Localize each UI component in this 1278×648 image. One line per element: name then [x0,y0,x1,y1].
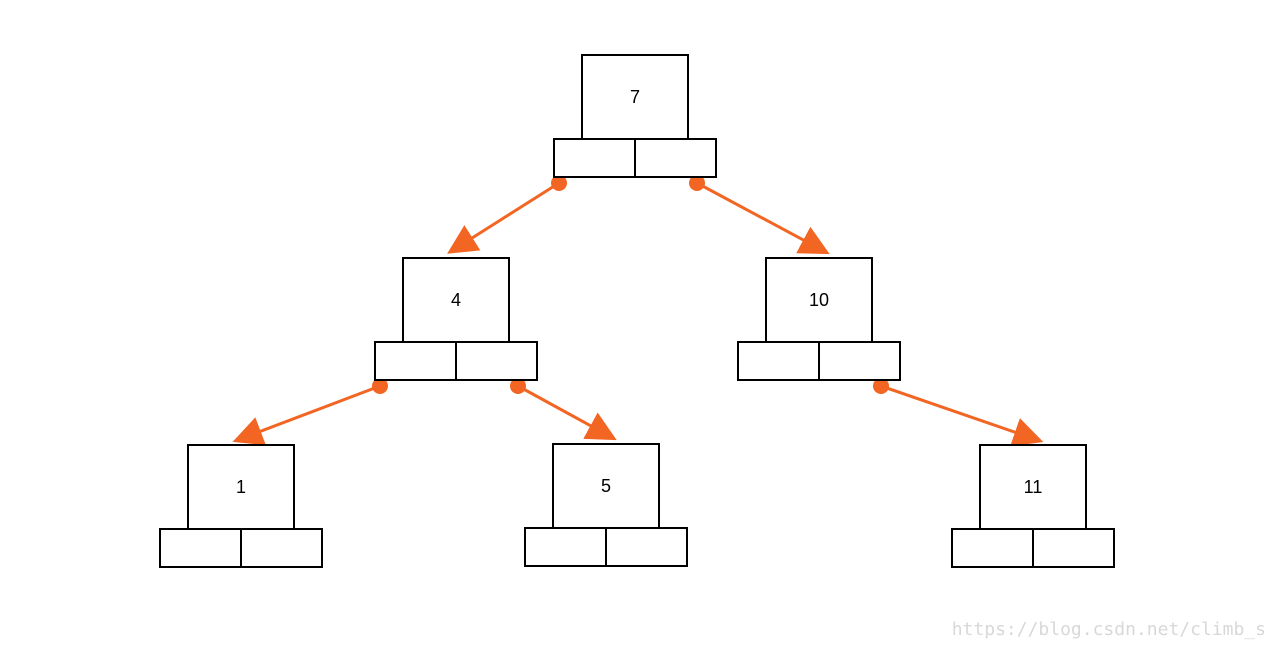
tree-node-4: 4 [402,257,510,343]
left-pointer-cell [524,527,607,567]
pointer-origin-dot [689,175,705,191]
left-pointer-cell [737,341,820,381]
pointer-arrow [517,384,617,441]
pointer-arrow [232,384,381,446]
pointer-origin-dot [510,378,526,394]
right-pointer-cell [240,528,323,568]
pointer-origin-dot [873,378,889,394]
right-pointer-cell [1032,528,1115,568]
pointer-origin-dot [551,175,567,191]
left-pointer-cell [951,528,1034,568]
tree-node-5: 5 [552,443,660,529]
left-pointer-cell [374,341,457,381]
right-pointer-cell [634,138,717,178]
watermark-text: https://blog.csdn.net/climb_s [951,619,1266,640]
tree-node-7: 7 [581,54,689,140]
left-pointer-cell [159,528,242,568]
left-pointer-cell [553,138,636,178]
right-pointer-cell [605,527,688,567]
pointer-origin-dot [372,378,388,394]
tree-node-1: 1 [187,444,295,530]
pointer-arrow [696,181,830,255]
pointer-arrow [880,384,1044,447]
right-pointer-cell [455,341,538,381]
tree-node-11: 11 [979,444,1087,530]
right-pointer-cell [818,341,901,381]
pointer-arrow [447,181,560,254]
tree-node-10: 10 [765,257,873,343]
